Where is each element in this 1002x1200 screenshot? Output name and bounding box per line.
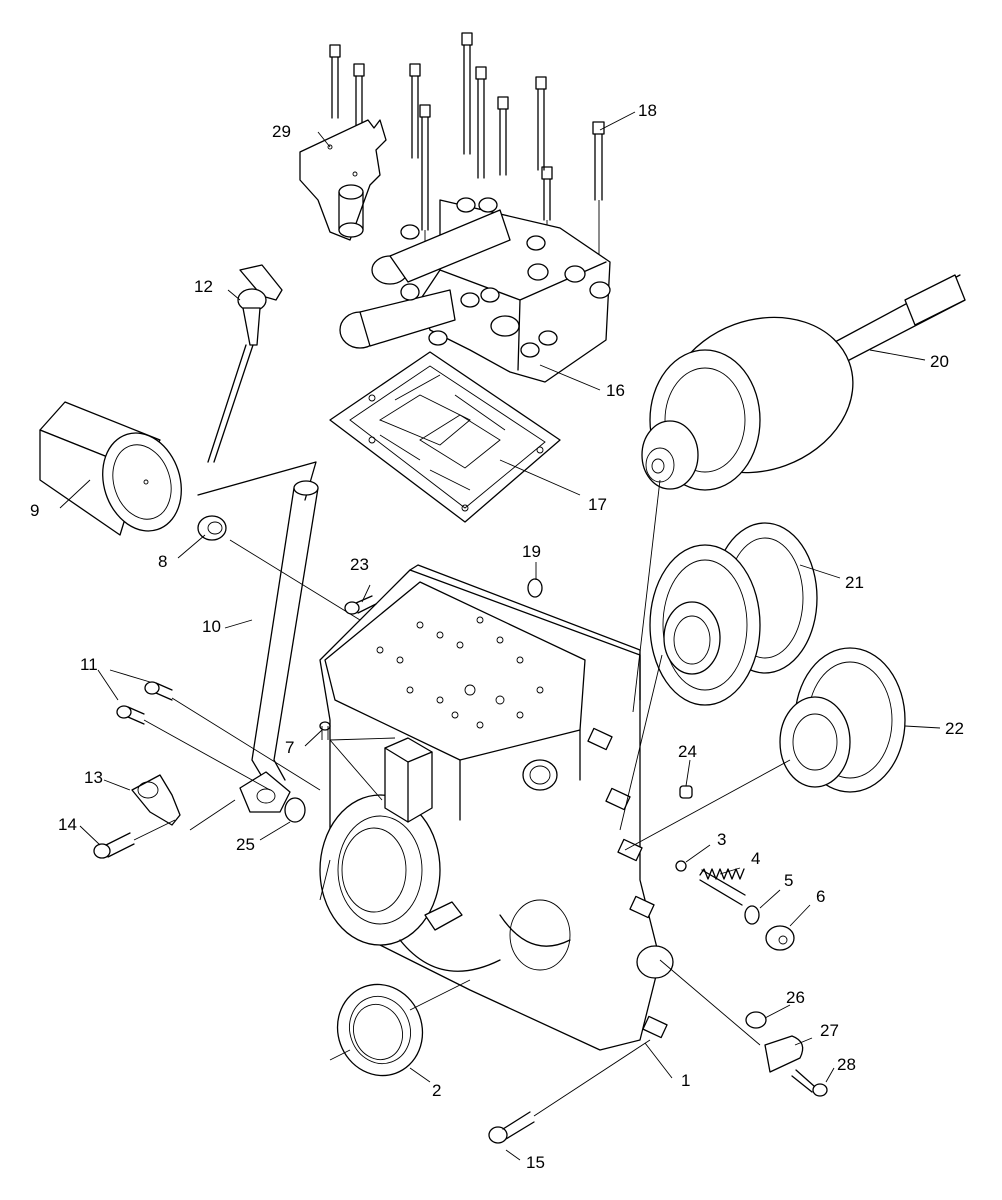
callout-22: 22 — [945, 719, 964, 738]
callout-26: 26 — [786, 988, 805, 1007]
oil-seal — [336, 983, 424, 1077]
transmission-housing — [319, 564, 674, 1051]
valve-body — [339, 197, 611, 383]
callout-27: 27 — [820, 1021, 839, 1040]
callout-23: 23 — [350, 555, 369, 574]
pin-24 — [679, 785, 693, 799]
o-ring-19 — [527, 578, 543, 598]
o-ring-26 — [745, 1011, 767, 1029]
filter — [39, 401, 182, 536]
screw-28 — [791, 1069, 828, 1097]
callout-12: 12 — [194, 277, 213, 296]
callout-2: 2 — [432, 1081, 441, 1100]
callout-18: 18 — [638, 101, 657, 120]
bolt-23 — [344, 595, 377, 615]
callout-4: 4 — [751, 849, 760, 868]
assembly-lines — [189, 799, 761, 1061]
callout-10: 10 — [202, 617, 221, 636]
callout-labels: 1 2 3 4 5 6 7 8 9 10 11 12 13 14 15 16 1… — [30, 101, 964, 1172]
bolt-15 — [488, 1039, 651, 1144]
plate-27 — [764, 1035, 804, 1073]
callout-11: 11 — [80, 655, 98, 674]
leader-lines — [59, 111, 941, 1161]
solenoid-bracket — [299, 119, 387, 241]
callout-9: 9 — [30, 501, 39, 520]
callout-5: 5 — [784, 871, 793, 890]
callout-6: 6 — [816, 887, 825, 906]
idler-gear-pair — [619, 522, 818, 831]
callout-28: 28 — [837, 1055, 856, 1074]
callout-8: 8 — [158, 552, 167, 571]
callout-29: 29 — [272, 122, 291, 141]
o-ring-5 — [744, 905, 760, 925]
o-ring-25 — [284, 797, 306, 823]
sensor — [197, 264, 317, 501]
callout-14: 14 — [58, 815, 77, 834]
spring-4 — [699, 868, 746, 906]
callout-3: 3 — [717, 830, 726, 849]
bolt-14 — [93, 819, 176, 859]
main-shaft-assembly — [632, 274, 966, 713]
clamp-13 — [131, 774, 181, 826]
callout-16: 16 — [606, 381, 625, 400]
filter-adapter — [197, 515, 361, 621]
callout-17: 17 — [588, 495, 607, 514]
callout-19: 19 — [522, 542, 541, 561]
output-gear — [624, 647, 906, 851]
callout-13: 13 — [84, 768, 103, 787]
dipstick-tube — [239, 480, 319, 813]
callout-1: 1 — [681, 1071, 690, 1090]
ball-3 — [675, 860, 687, 872]
callout-7: 7 — [285, 738, 294, 757]
bolts-11 — [116, 681, 321, 791]
callout-15: 15 — [526, 1153, 545, 1172]
callout-25: 25 — [236, 835, 255, 854]
callout-20: 20 — [930, 352, 949, 371]
separator-gasket — [329, 351, 561, 523]
plug-6 — [765, 925, 795, 951]
callout-21: 21 — [845, 573, 864, 592]
callout-24: 24 — [678, 742, 697, 761]
